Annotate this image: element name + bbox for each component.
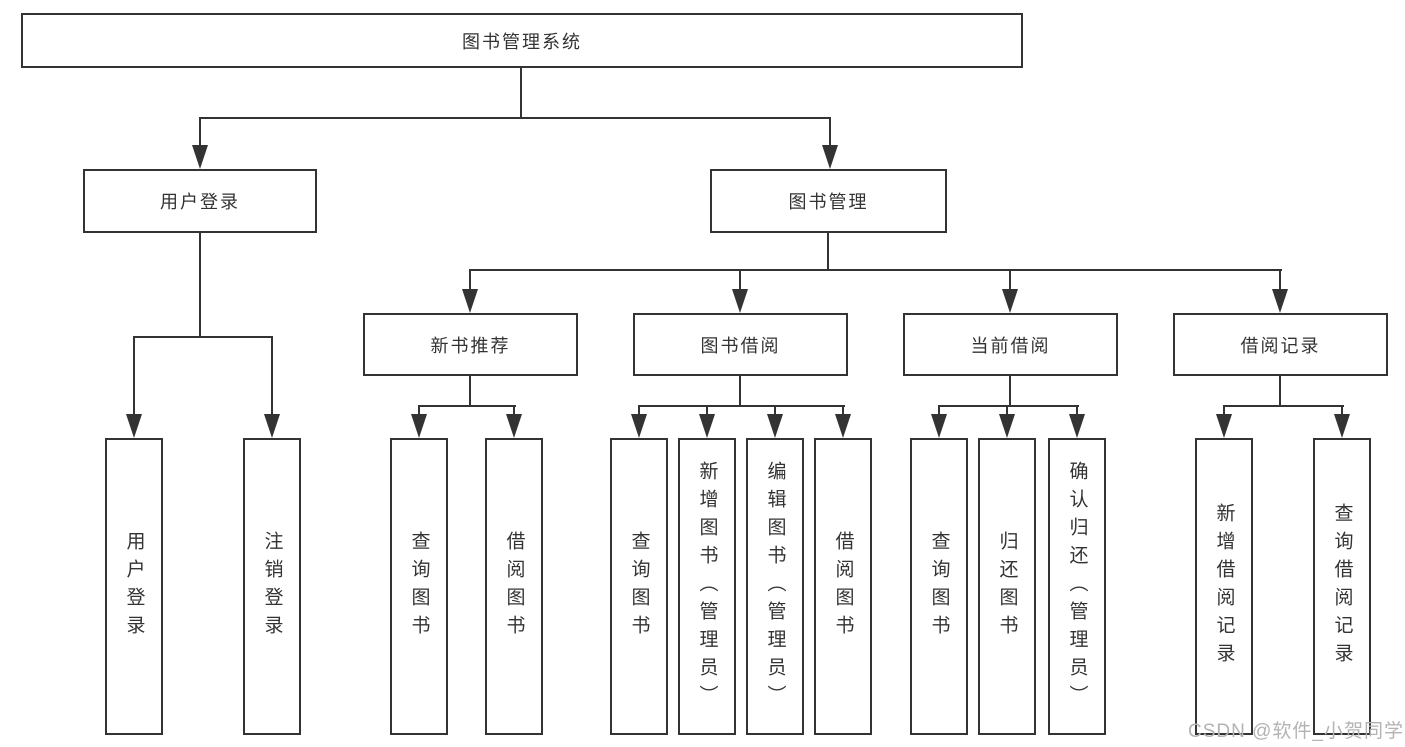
connector-line	[842, 405, 844, 418]
arrow-down-icon	[931, 414, 947, 438]
leaf-logout: 注销登录	[243, 438, 301, 735]
leaf-borrow-query-books-label: 查询图书	[628, 530, 650, 643]
arrow-down-icon	[1069, 414, 1085, 438]
node-user-login: 用户登录	[83, 169, 317, 233]
connector-line	[774, 405, 776, 418]
arrow-down-icon	[462, 289, 478, 313]
leaf-logout-label: 注销登录	[261, 530, 283, 643]
arrow-down-icon	[506, 414, 522, 438]
leaf-current-query-books: 查询图书	[910, 438, 968, 735]
connector-line	[1279, 376, 1281, 407]
connector-line	[829, 117, 831, 149]
connector-line	[199, 117, 831, 119]
leaf-recommend-borrow-books: 借阅图书	[485, 438, 543, 735]
leaf-recommend-query-books: 查询图书	[390, 438, 448, 735]
connector-line	[1223, 405, 1344, 407]
node-borrow-records: 借阅记录	[1173, 313, 1388, 376]
connector-line	[199, 233, 201, 338]
leaf-borrow-query-books: 查询图书	[610, 438, 668, 735]
node-book-borrow-label: 图书借阅	[700, 335, 781, 356]
connector-line	[1009, 269, 1011, 293]
connector-line	[1076, 405, 1078, 418]
connector-line	[199, 117, 201, 149]
node-user-login-label: 用户登录	[160, 192, 240, 212]
arrow-down-icon	[1334, 414, 1350, 438]
leaf-confirm-return-admin: 确认归还（管理员）	[1048, 438, 1106, 735]
arrow-down-icon	[822, 145, 838, 169]
arrow-down-icon	[264, 414, 280, 438]
arrow-down-icon	[411, 414, 427, 438]
csdn-watermark: CSDN @软件_小贺同学	[1188, 721, 1404, 742]
node-root: 图书管理系统	[21, 13, 1023, 68]
connector-line	[469, 269, 471, 293]
leaf-confirm-return-admin-label: 确认归还（管理员）	[1066, 460, 1088, 713]
arrow-down-icon	[631, 414, 647, 438]
leaf-add-books-admin-label: 新增图书（管理员）	[696, 460, 718, 713]
connector-line	[638, 405, 640, 418]
arrow-down-icon	[1002, 289, 1018, 313]
connector-line	[418, 405, 420, 418]
connector-line	[418, 405, 516, 407]
connector-line	[271, 336, 273, 418]
leaf-return-books-label: 归还图书	[996, 530, 1018, 643]
connector-line	[133, 336, 273, 338]
arrow-down-icon	[1272, 289, 1288, 313]
connector-line	[1009, 376, 1011, 407]
leaf-recommend-query-books-label: 查询图书	[408, 530, 430, 643]
connector-line	[1006, 405, 1008, 418]
connector-line	[1223, 405, 1225, 418]
node-current-borrow-label: 当前借阅	[970, 335, 1051, 356]
connector-line	[938, 405, 940, 418]
leaf-user-login: 用户登录	[105, 438, 163, 735]
leaf-edit-books-admin-label: 编辑图书（管理员）	[764, 460, 786, 713]
connector-line	[469, 269, 1282, 271]
node-book-management-label: 图书管理	[788, 192, 869, 212]
arrow-down-icon	[126, 414, 142, 438]
connector-line	[827, 233, 829, 271]
node-root-label: 图书管理系统	[462, 31, 582, 52]
leaf-add-borrow-record: 新增借阅记录	[1195, 438, 1253, 735]
arrow-down-icon	[835, 414, 851, 438]
leaf-current-query-books-label: 查询图书	[928, 530, 950, 643]
node-book-management: 图书管理	[710, 169, 947, 233]
connector-line	[706, 405, 708, 418]
node-current-borrow: 当前借阅	[903, 313, 1118, 376]
connector-line	[739, 269, 741, 293]
leaf-add-books-admin: 新增图书（管理员）	[678, 438, 736, 735]
connector-line	[739, 376, 741, 407]
connector-line	[938, 405, 1079, 407]
connector-line	[1341, 405, 1343, 418]
leaf-recommend-borrow-books-label: 借阅图书	[503, 530, 525, 643]
connector-line	[469, 376, 471, 407]
arrow-down-icon	[1216, 414, 1232, 438]
node-new-book-recommend-label: 新书推荐	[430, 335, 511, 356]
arrow-down-icon	[732, 289, 748, 313]
connector-line	[133, 336, 135, 418]
node-borrow-records-label: 借阅记录	[1240, 335, 1321, 356]
leaf-borrow-books: 借阅图书	[814, 438, 872, 735]
leaf-edit-books-admin: 编辑图书（管理员）	[746, 438, 804, 735]
leaf-user-login-label: 用户登录	[123, 530, 145, 643]
node-new-book-recommend: 新书推荐	[363, 313, 578, 376]
node-book-borrow: 图书借阅	[633, 313, 848, 376]
connector-line	[638, 405, 845, 407]
arrow-down-icon	[192, 145, 208, 169]
leaf-return-books: 归还图书	[978, 438, 1036, 735]
arrow-down-icon	[999, 414, 1015, 438]
connector-line	[513, 405, 515, 418]
arrow-down-icon	[699, 414, 715, 438]
leaf-add-borrow-record-label: 新增借阅记录	[1213, 502, 1235, 671]
connector-line	[1279, 269, 1281, 293]
leaf-borrow-books-label: 借阅图书	[832, 530, 854, 643]
leaf-query-borrow-record-label: 查询借阅记录	[1331, 502, 1353, 671]
leaf-query-borrow-record: 查询借阅记录	[1313, 438, 1371, 735]
arrow-down-icon	[767, 414, 783, 438]
connector-line	[520, 68, 522, 119]
